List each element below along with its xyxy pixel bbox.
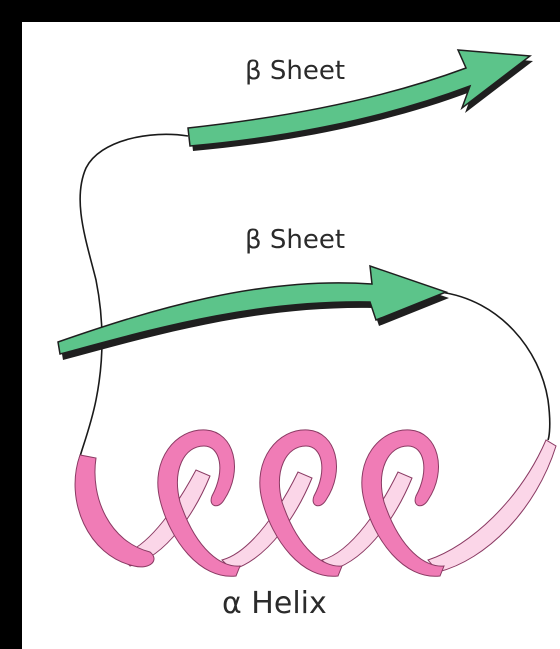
- alpha-helix-label: α Helix: [222, 586, 327, 621]
- beta-sheet-label-top: β Sheet: [245, 56, 345, 86]
- loop-top-to-middle: [78, 134, 188, 470]
- beta-sheet-label-middle: β Sheet: [245, 225, 345, 255]
- alpha-helix-ribbon-icon: [75, 430, 556, 576]
- beta-sheet-arrow-icon-top: [188, 50, 533, 151]
- loop-middle-to-helix: [440, 292, 550, 440]
- beta-sheet-arrow-icon-middle: [58, 266, 449, 360]
